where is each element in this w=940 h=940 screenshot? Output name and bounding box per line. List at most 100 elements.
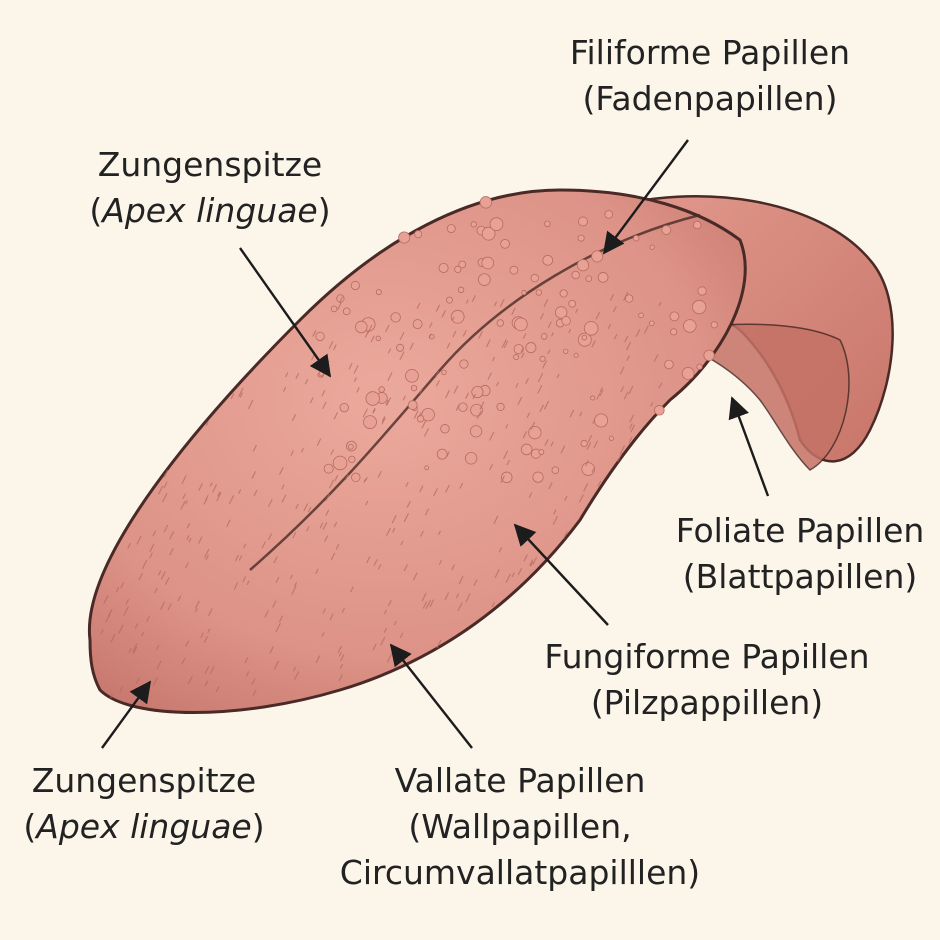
- papilla-dash: [103, 595, 109, 604]
- papilla-dot: [464, 452, 478, 465]
- papilla-dash: [205, 494, 209, 501]
- papilla-dash: [543, 298, 549, 307]
- papilla-dash: [511, 572, 515, 578]
- papilla-dash: [115, 587, 120, 593]
- papilla-dash: [620, 386, 624, 393]
- papilla-dot: [348, 455, 356, 463]
- papilla-dash: [399, 632, 404, 639]
- papilla-dash: [399, 351, 405, 361]
- papilla-dash: [228, 495, 235, 505]
- papilla-dash: [167, 603, 172, 611]
- papilla-dot: [481, 256, 495, 270]
- papilla-dash: [462, 330, 467, 337]
- papilla-dash: [526, 412, 531, 419]
- papilla-dash: [523, 554, 528, 562]
- papilla-dash: [105, 614, 110, 623]
- papilla-dash: [315, 655, 321, 663]
- papilla-dash: [383, 627, 387, 633]
- papilla-dash: [160, 571, 166, 580]
- papilla-dot: [478, 273, 491, 286]
- papilla-dash: [583, 483, 589, 492]
- papilla-dot: [539, 355, 546, 362]
- papilla-dash: [215, 686, 220, 693]
- papillae-texture: [100, 196, 718, 699]
- papilla-dash: [532, 557, 537, 565]
- papilla-dash: [125, 599, 129, 605]
- papilla-dash: [403, 513, 409, 523]
- papilla-dash: [226, 519, 231, 527]
- papilla-dash: [400, 540, 404, 546]
- papilla-dot: [514, 317, 528, 332]
- papilla-dash: [499, 298, 505, 308]
- papilla-dash: [383, 609, 387, 615]
- papilla-dash: [658, 301, 662, 307]
- papilla-dash: [198, 536, 203, 544]
- papilla-dash: [238, 489, 242, 494]
- papilla-dash: [542, 360, 547, 369]
- papilla-dot: [696, 363, 703, 370]
- papilla-dash: [322, 608, 326, 614]
- papilla-dash: [568, 328, 572, 334]
- papilla-dash: [553, 509, 557, 515]
- papilla-dash: [209, 482, 213, 487]
- papilla-dot: [580, 439, 588, 448]
- papilla-dash: [367, 324, 373, 334]
- papilla-dash: [503, 340, 509, 349]
- papilla-dash: [373, 559, 378, 566]
- papilla-dash: [279, 467, 284, 475]
- papilla-dot: [470, 221, 477, 228]
- papilla-dash: [444, 592, 450, 600]
- papilla-dot: [375, 335, 381, 341]
- papilla-dot: [554, 306, 568, 319]
- papilla-dash: [377, 470, 382, 478]
- papilla-dash: [188, 538, 192, 543]
- papilla-dash: [486, 339, 491, 348]
- papilla-dot: [396, 343, 405, 352]
- papilla-dash: [205, 554, 209, 561]
- papilla-dot: [581, 334, 588, 341]
- papilla-dash: [248, 399, 254, 410]
- papilla-dot: [513, 354, 520, 360]
- papilla-dash: [328, 341, 334, 349]
- papilla-dash: [128, 648, 132, 653]
- papilla-dash: [406, 500, 411, 508]
- papilla-dot: [576, 259, 590, 272]
- papilla-dot: [540, 333, 548, 340]
- label-line-latin: (Apex linguae): [12, 804, 276, 850]
- papilla-dash: [458, 575, 464, 585]
- papilla-dash: [438, 559, 442, 565]
- papilla-dot: [441, 369, 447, 376]
- papilla-dash: [186, 523, 191, 529]
- papilla-dash: [405, 482, 409, 488]
- papilla-dash: [204, 549, 210, 558]
- papilla-dot: [513, 344, 524, 355]
- papilla-dash: [185, 500, 188, 505]
- papilla-dash: [511, 307, 516, 316]
- papilla-dot: [339, 402, 349, 413]
- papilla-dash: [324, 535, 329, 542]
- papilla-dash: [569, 409, 575, 418]
- papilla-dash: [149, 543, 155, 552]
- papilla-dash: [560, 445, 566, 454]
- label-line: Foliate Papillen: [675, 511, 925, 550]
- papilla-dash: [353, 365, 359, 374]
- papilla-dash: [294, 671, 300, 680]
- paren-close: ): [251, 807, 265, 846]
- papilla-dash: [273, 660, 279, 670]
- papilla-dash: [149, 552, 153, 559]
- papilla-dash: [385, 324, 390, 332]
- papilla-dash: [445, 389, 450, 399]
- papilla-dot: [693, 220, 702, 230]
- papilla-dash: [292, 532, 297, 539]
- papilla-dot: [528, 425, 542, 440]
- papilla-dash: [540, 313, 544, 320]
- papilla-dash: [246, 580, 250, 585]
- papilla-dot: [578, 216, 588, 227]
- papilla-dash: [268, 499, 273, 507]
- papilla-dash: [537, 385, 543, 394]
- papilla-dot: [479, 196, 493, 209]
- papilla-dash: [579, 411, 583, 417]
- papilla-dash: [599, 389, 604, 397]
- papilla-dot: [410, 384, 418, 392]
- papilla-dash: [160, 601, 165, 610]
